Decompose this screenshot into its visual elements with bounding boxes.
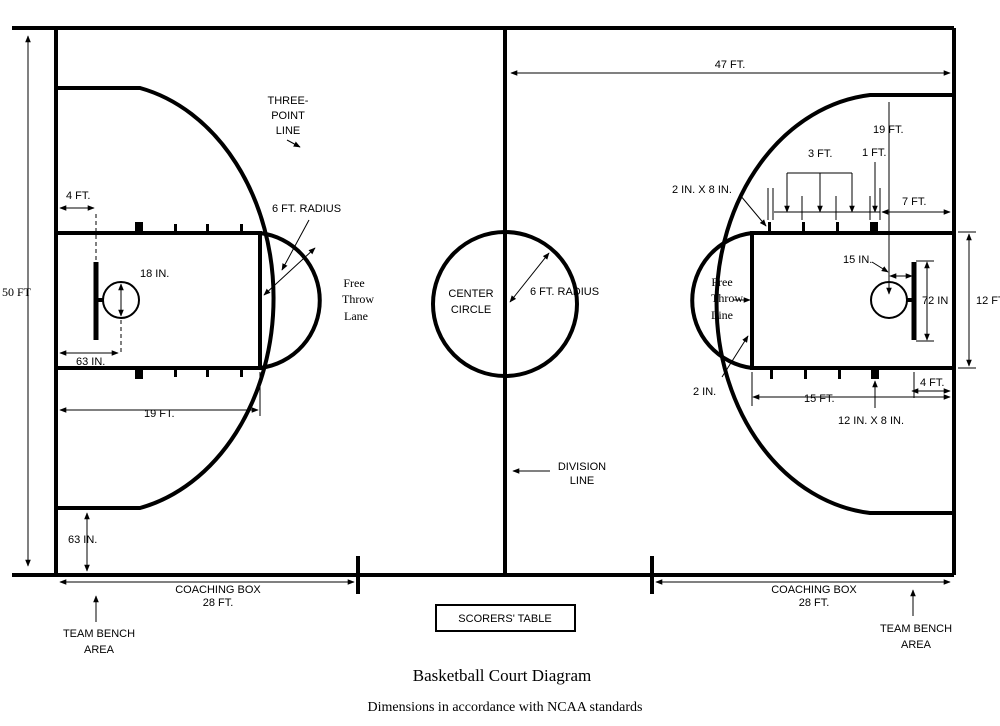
- dim-6ft-radius-left-1: [281, 219, 310, 271]
- label-19ft-right: 19 FT.: [873, 124, 904, 136]
- scorers-table-box: [435, 604, 576, 632]
- lane-hash-left-top-3: [240, 224, 243, 234]
- label-three-point-2: POINT: [271, 110, 305, 122]
- lane-hash-left-top-2: [206, 224, 209, 234]
- label-center-circle-2: CIRCLE: [451, 304, 491, 316]
- free-throw-circle-left: [259, 231, 322, 370]
- free-throw-lane-right: [750, 231, 956, 370]
- label-4ft-right: 4 FT.: [920, 377, 944, 389]
- lane-hash-right-bottom-1: [770, 367, 773, 379]
- label-free-throw-line-1: Free: [711, 275, 732, 289]
- right-half: [690, 93, 956, 515]
- lane-hash-left-bottom-1: [174, 367, 177, 377]
- label-19ft-left: 19 FT.: [144, 408, 175, 420]
- diagram-title: Basketball Court Diagram: [413, 666, 591, 685]
- label-12in-x-8in: 12 IN. X 8 IN.: [838, 415, 904, 427]
- label-72in: 72 IN: [922, 295, 948, 307]
- lane-hash-right-bottom-2: [804, 367, 807, 379]
- label-center-circle-1: CENTER: [448, 288, 493, 300]
- three-point-line-right: [714, 93, 954, 515]
- label-7ft: 7 FT.: [902, 196, 926, 208]
- lane-block-right-bottom: [871, 367, 879, 379]
- label-63in-bottom: 63 IN.: [68, 534, 97, 546]
- label-15in: 15 IN.: [843, 254, 872, 266]
- lane-block-right-top: [870, 222, 878, 234]
- label-division-line-1: DIVISION: [558, 461, 606, 473]
- lane-hash-left-top-1: [174, 224, 177, 234]
- label-team-bench-left-2: AREA: [84, 644, 115, 656]
- label-63in-left: 63 IN.: [76, 356, 105, 368]
- label-free-throw-lane-3: Lane: [344, 309, 368, 323]
- center-circle: [431, 230, 579, 378]
- dimension-lines: [25, 35, 976, 622]
- lane-block-left-top: [135, 222, 143, 234]
- label-2in-x-8in: 2 IN. X 8 IN.: [672, 184, 732, 196]
- label-15ft: 15 FT.: [804, 393, 835, 405]
- free-throw-lane-left: [54, 231, 262, 370]
- dim-three-point-pointer: [286, 139, 301, 148]
- lane-hash-left-bottom-3: [240, 367, 243, 377]
- label-12ft: 12 FT.: [976, 295, 1000, 307]
- free-throw-circle-right: [690, 231, 753, 370]
- label-coaching-box-left-1: COACHING BOX: [175, 584, 261, 596]
- label-scorers-table: SCORERS' TABLE: [458, 613, 551, 625]
- rim-left: [102, 281, 140, 319]
- label-coaching-box-right-1: COACHING BOX: [771, 584, 857, 596]
- lane-hash-left-bottom-2: [206, 367, 209, 377]
- lane-hash-right-top-2: [802, 222, 805, 234]
- label-free-throw-line-2: Throw: [711, 291, 743, 305]
- lane-hash-right-top-3: [836, 222, 839, 234]
- label-free-throw-line-3: Line: [711, 308, 733, 322]
- label-coaching-box-left-2: 28 FT.: [203, 597, 234, 609]
- label-team-bench-right-1: TEAM BENCH: [880, 623, 952, 635]
- three-point-line-left: [56, 86, 276, 510]
- label-50ft: 50 FT: [2, 285, 32, 299]
- dim-2in-8in-pointer: [739, 194, 767, 227]
- labels: THREE- POINT LINE 4 FT. 6 FT. RADIUS 18 …: [2, 59, 1000, 715]
- dim-15in-pointer: [871, 261, 889, 273]
- label-team-bench-left-1: TEAM BENCH: [63, 628, 135, 640]
- lane-hash-right-top-1: [768, 222, 771, 234]
- label-2in: 2 IN.: [693, 386, 716, 398]
- label-1ft: 1 FT.: [862, 147, 886, 159]
- label-coaching-box-right-2: 28 FT.: [799, 597, 830, 609]
- label-4ft-left: 4 FT.: [66, 190, 90, 202]
- lane-block-left-bottom: [135, 367, 143, 379]
- dim-6ft-radius-center: [509, 252, 550, 303]
- label-team-bench-right-2: AREA: [901, 639, 932, 651]
- dim-2in-pointer: [721, 335, 749, 378]
- lane-hash-right-bottom-3: [838, 367, 841, 379]
- diagram-subtitle: Dimensions in accordance with NCAA stand…: [368, 700, 643, 715]
- label-three-point-1: THREE-: [268, 95, 309, 107]
- left-half: [54, 86, 322, 510]
- label-18in: 18 IN.: [140, 268, 169, 280]
- label-three-point-3: LINE: [276, 125, 300, 137]
- label-division-line-2: LINE: [570, 475, 594, 487]
- label-47ft: 47 FT.: [715, 59, 746, 71]
- court-lines: [12, 26, 956, 594]
- label-free-throw-lane-2: Throw: [342, 292, 374, 306]
- label-free-throw-lane-1: Free: [343, 276, 364, 290]
- label-6ft-radius-left: 6 FT. RADIUS: [272, 203, 341, 215]
- label-3ft: 3 FT.: [808, 148, 832, 160]
- dim-6ft-radius-left-2: [263, 247, 316, 296]
- label-6ft-radius-center: 6 FT. RADIUS: [530, 286, 599, 298]
